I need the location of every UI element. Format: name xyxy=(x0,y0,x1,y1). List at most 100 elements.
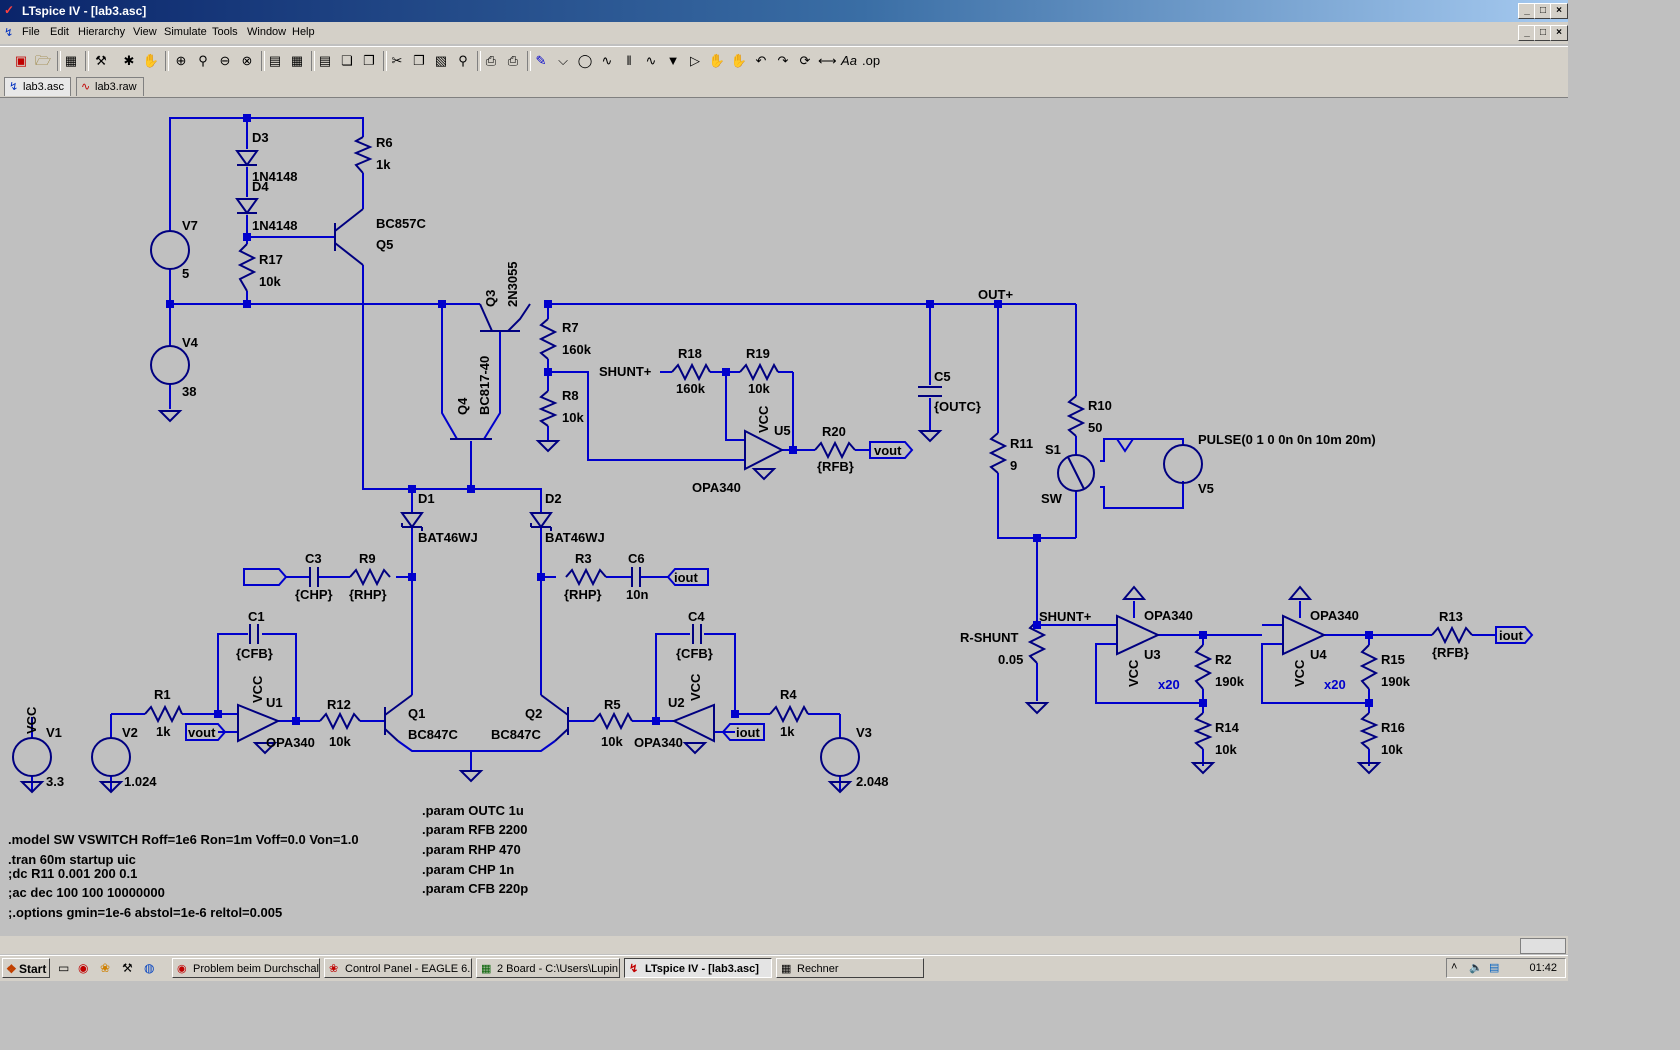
svg-text:x20: x20 xyxy=(1324,677,1346,692)
copy-icon[interactable]: ❐ xyxy=(413,53,425,68)
text-icon[interactable]: Aa xyxy=(841,53,857,68)
rotate-icon[interactable]: ⟳ xyxy=(799,53,811,68)
opamp-u3 xyxy=(1116,614,1161,656)
svg-text:2.048: 2.048 xyxy=(856,774,889,789)
component-labels: D3 1N4148 D4 1N4148 R6 1k BC857C Q5 V7 5… xyxy=(24,130,1523,789)
new-schematic-icon[interactable]: ▣ xyxy=(14,53,28,68)
capacitor-icon[interactable]: ‖ xyxy=(626,53,632,68)
chrome-icon[interactable]: ◉ xyxy=(78,961,89,975)
menu-hierarchy[interactable]: Hierarchy xyxy=(78,26,126,38)
svg-text:R3: R3 xyxy=(575,551,592,566)
resistor-r15 xyxy=(1359,644,1379,690)
component-icon[interactable]: ▷ xyxy=(690,53,700,68)
tab-bar: ↯ lab3.asc ∿ lab3.raw xyxy=(0,75,1568,97)
svg-text:R15: R15 xyxy=(1381,652,1405,667)
tile-horizontal-icon[interactable]: ▤ xyxy=(318,53,332,68)
doc-restore-button[interactable]: □ xyxy=(1534,25,1552,41)
zoom-pan-icon[interactable]: ⚲ xyxy=(198,53,208,68)
grid-icon[interactable]: ▦ xyxy=(290,53,304,68)
tile-vertical-icon[interactable]: ❐ xyxy=(363,53,375,68)
menu-file[interactable]: File xyxy=(22,26,40,38)
cut-icon[interactable]: ✂ xyxy=(391,53,403,68)
close-button[interactable]: × xyxy=(1550,3,1568,19)
print-icon[interactable]: ⎙ xyxy=(507,53,519,68)
redo-icon[interactable]: ↷ xyxy=(777,53,789,68)
menu-window[interactable]: Window xyxy=(247,26,287,38)
halt-icon[interactable]: ✋ xyxy=(142,53,160,68)
ground-icon[interactable]: ⌵ xyxy=(558,53,568,68)
tab-lab3-asc[interactable]: ↯ lab3.asc xyxy=(4,77,71,96)
paste-icon[interactable]: ▧ xyxy=(434,53,448,68)
spice-directives-left[interactable]: .model SW VSWITCH Roff=1e6 Ron=1m Voff=0… xyxy=(8,832,359,920)
diode-d1 xyxy=(400,512,424,529)
menu-view[interactable]: View xyxy=(133,26,157,38)
waveform-icon: ∿ xyxy=(81,81,91,93)
tray-expand-icon[interactable]: ˄ xyxy=(1451,961,1458,973)
show-desktop-icon[interactable]: ▭ xyxy=(58,961,70,975)
find-icon[interactable]: ⚲ xyxy=(458,53,468,68)
svg-text:iout: iout xyxy=(736,725,760,740)
label-net-icon[interactable]: ◯ xyxy=(577,53,593,68)
network-icon[interactable]: ▤ xyxy=(1489,962,1500,974)
task-ltspice[interactable]: ↯ LTspice IV - [lab3.asc] xyxy=(624,958,772,978)
zoom-in-icon[interactable]: ⊕ xyxy=(175,53,187,68)
print-preview-icon[interactable]: ⎙ xyxy=(485,53,497,68)
svg-text:SW: SW xyxy=(1041,491,1063,506)
run-icon[interactable]: ✱ xyxy=(123,53,135,68)
undo-icon[interactable]: ↶ xyxy=(755,53,767,68)
svg-text:{RHP}: {RHP} xyxy=(564,587,602,602)
diode-icon[interactable]: ▼ xyxy=(666,53,680,68)
svg-text:2N3055: 2N3055 xyxy=(505,261,520,307)
autorange-icon[interactable]: ▤ xyxy=(268,53,282,68)
drag-icon[interactable]: ✋ xyxy=(730,53,748,68)
menu-edit[interactable]: Edit xyxy=(50,26,69,38)
resistor-icon[interactable]: ∿ xyxy=(601,53,613,68)
eagle-icon[interactable]: ❀ xyxy=(100,961,111,975)
menu-tools[interactable]: Tools xyxy=(212,26,238,38)
tool-icon[interactable]: ⚒ xyxy=(122,961,133,975)
task-eagle-board[interactable]: ▦ 2 Board - C:\Users\Lupin... xyxy=(476,958,620,978)
svg-text:1N4148: 1N4148 xyxy=(252,169,298,184)
diode-d2 xyxy=(529,512,553,529)
svg-text:;dc R11 0.001 200 0.1: ;dc R11 0.001 200 0.1 xyxy=(8,866,137,881)
move-icon[interactable]: ✋ xyxy=(708,53,726,68)
svg-text:{RFB}: {RFB} xyxy=(817,459,854,474)
save-icon[interactable]: ▦ xyxy=(64,53,78,68)
schematic-canvas[interactable]: D3 1N4148 D4 1N4148 R6 1k BC857C Q5 V7 5… xyxy=(0,97,1568,931)
mirror-icon[interactable]: ⟷ xyxy=(818,53,837,68)
resize-grip[interactable] xyxy=(1520,938,1566,954)
zoom-out-icon[interactable]: ⊖ xyxy=(219,53,231,68)
component-symbols xyxy=(12,136,1473,777)
tab-lab3-raw[interactable]: ∿ lab3.raw xyxy=(76,77,144,96)
resistor-r10 xyxy=(1066,395,1086,437)
volume-icon[interactable]: 🔈 xyxy=(1469,962,1483,974)
svg-text:.param CFB 220p: .param CFB 220p xyxy=(422,881,528,896)
task-calculator[interactable]: ▦ Rechner xyxy=(776,958,924,978)
task-chrome[interactable]: ◉ Problem beim Durchschal... xyxy=(172,958,320,978)
svg-text:R10: R10 xyxy=(1088,398,1112,413)
menu-simulate[interactable]: Simulate xyxy=(164,26,207,38)
svg-text:190k: 190k xyxy=(1381,674,1411,689)
horizontal-scrollbar[interactable] xyxy=(0,936,1568,954)
doc-icon[interactable]: ↯ xyxy=(4,27,14,39)
quicklaunch-icon[interactable]: ◍ xyxy=(144,961,155,975)
wire-icon[interactable]: ✎ xyxy=(535,53,547,68)
svg-text:U4: U4 xyxy=(1310,647,1327,662)
svg-text:V5: V5 xyxy=(1198,481,1214,496)
zoom-fit-icon[interactable]: ⊗ xyxy=(241,53,253,68)
svg-text:R18: R18 xyxy=(678,346,702,361)
start-button[interactable]: ❖ Start xyxy=(2,958,50,978)
doc-close-button[interactable]: × xyxy=(1550,25,1568,41)
spice-directive-icon[interactable]: .op xyxy=(862,53,881,68)
task-eagle-control-panel[interactable]: ❀ Control Panel - EAGLE 6.... xyxy=(324,958,472,978)
open-icon[interactable]: 🗁 xyxy=(34,53,52,68)
svg-text:9: 9 xyxy=(1010,458,1017,473)
control-panel-icon[interactable]: ⚒ xyxy=(95,53,107,68)
svg-text:V7: V7 xyxy=(182,218,198,233)
spice-directives-right[interactable]: .param OUTC 1u .param RFB 2200 .param RH… xyxy=(422,803,528,896)
menu-help[interactable]: Help xyxy=(292,26,315,38)
cascade-icon[interactable]: ❏ xyxy=(341,53,353,68)
task-label: Rechner xyxy=(797,963,839,975)
resistor-r2 xyxy=(1193,644,1213,690)
inductor-icon[interactable]: ∿ xyxy=(645,53,657,68)
